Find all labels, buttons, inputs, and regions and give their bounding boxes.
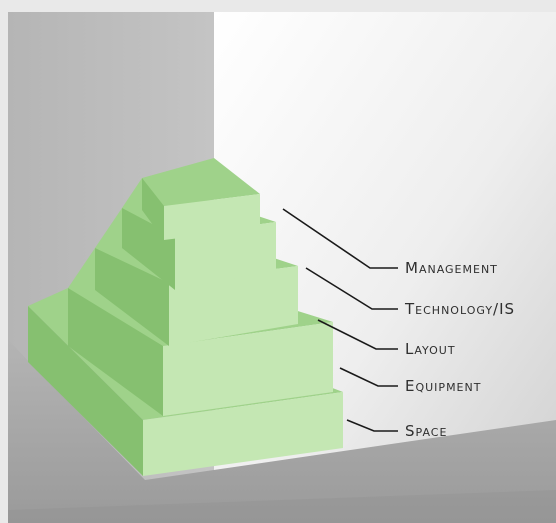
leader-line-technology	[305, 267, 398, 310]
floor	[8, 340, 556, 523]
step-front	[175, 222, 276, 290]
step-side	[95, 248, 169, 346]
floor-edge-light	[8, 490, 556, 523]
step-front	[164, 194, 260, 240]
step-top	[142, 158, 260, 206]
step-side	[28, 306, 143, 476]
step-side	[122, 208, 175, 290]
layer-label-equipment: Equipment	[405, 377, 481, 395]
layer-label-layout: Layout	[405, 340, 456, 358]
step-front	[169, 266, 298, 346]
step-side	[142, 178, 164, 240]
leader-line-space	[346, 419, 398, 432]
step-front	[143, 392, 343, 476]
layer-label-management: Management	[405, 259, 498, 277]
leader-line-layout	[317, 319, 398, 350]
leader-line-equipment	[339, 367, 398, 387]
step-side	[68, 288, 163, 416]
step-front	[163, 322, 333, 416]
pyramid-step-management	[142, 158, 260, 240]
layer-label-space: Space	[405, 422, 447, 440]
leader-line-management	[282, 208, 398, 269]
layer-label-technology: Technology/IS	[404, 300, 515, 318]
